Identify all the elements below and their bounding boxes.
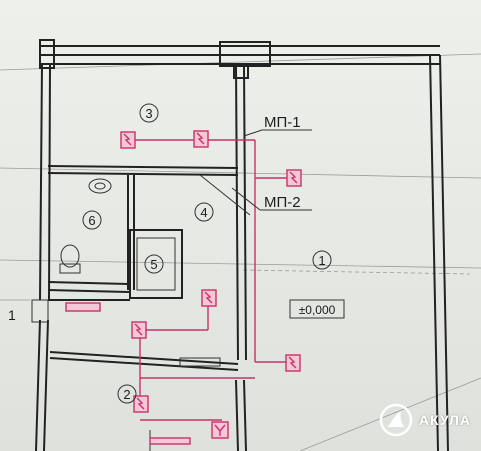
socket-icon <box>285 354 301 372</box>
label-mp1: МП-1 <box>264 114 301 131</box>
socket-icon <box>133 395 149 413</box>
watermark: АКУЛА <box>379 403 471 437</box>
walls <box>31 39 449 451</box>
room-marker-5: 5 <box>144 254 164 274</box>
socket-icon <box>131 321 147 339</box>
socket-icon <box>120 131 136 149</box>
leader-lines <box>231 129 312 211</box>
watermark-text: АКУЛА <box>418 412 471 428</box>
socket-icon <box>193 130 209 148</box>
level-value: ±0,000 <box>299 303 336 317</box>
sink-fixture <box>88 178 112 194</box>
room-marker-2: 2 <box>117 384 137 404</box>
shark-fin-icon <box>379 403 413 437</box>
room-markers: 3 4 6 5 1 2 <box>82 103 332 404</box>
label-mp2: МП-2 <box>264 194 301 211</box>
socket-icon <box>201 289 217 307</box>
room-number-2: 2 <box>123 387 130 402</box>
room-number-5: 5 <box>150 257 157 272</box>
axis-label: 1 <box>8 307 16 323</box>
room-marker-6: 6 <box>82 210 102 230</box>
room-number-4: 4 <box>200 205 207 220</box>
room-number-6: 6 <box>88 213 95 228</box>
room-number-1: 1 <box>318 253 325 268</box>
axis-lines <box>0 53 481 451</box>
toilet-fixture <box>59 244 81 274</box>
room-marker-4: 4 <box>194 202 214 222</box>
room-marker-1: 1 <box>312 250 332 270</box>
room-number-3: 3 <box>145 106 152 121</box>
level-mark: ±0,000 <box>289 299 345 319</box>
socket-symbols <box>120 130 302 439</box>
switch-icon <box>211 421 229 439</box>
room-marker-3: 3 <box>139 103 159 123</box>
socket-icon <box>286 169 302 187</box>
